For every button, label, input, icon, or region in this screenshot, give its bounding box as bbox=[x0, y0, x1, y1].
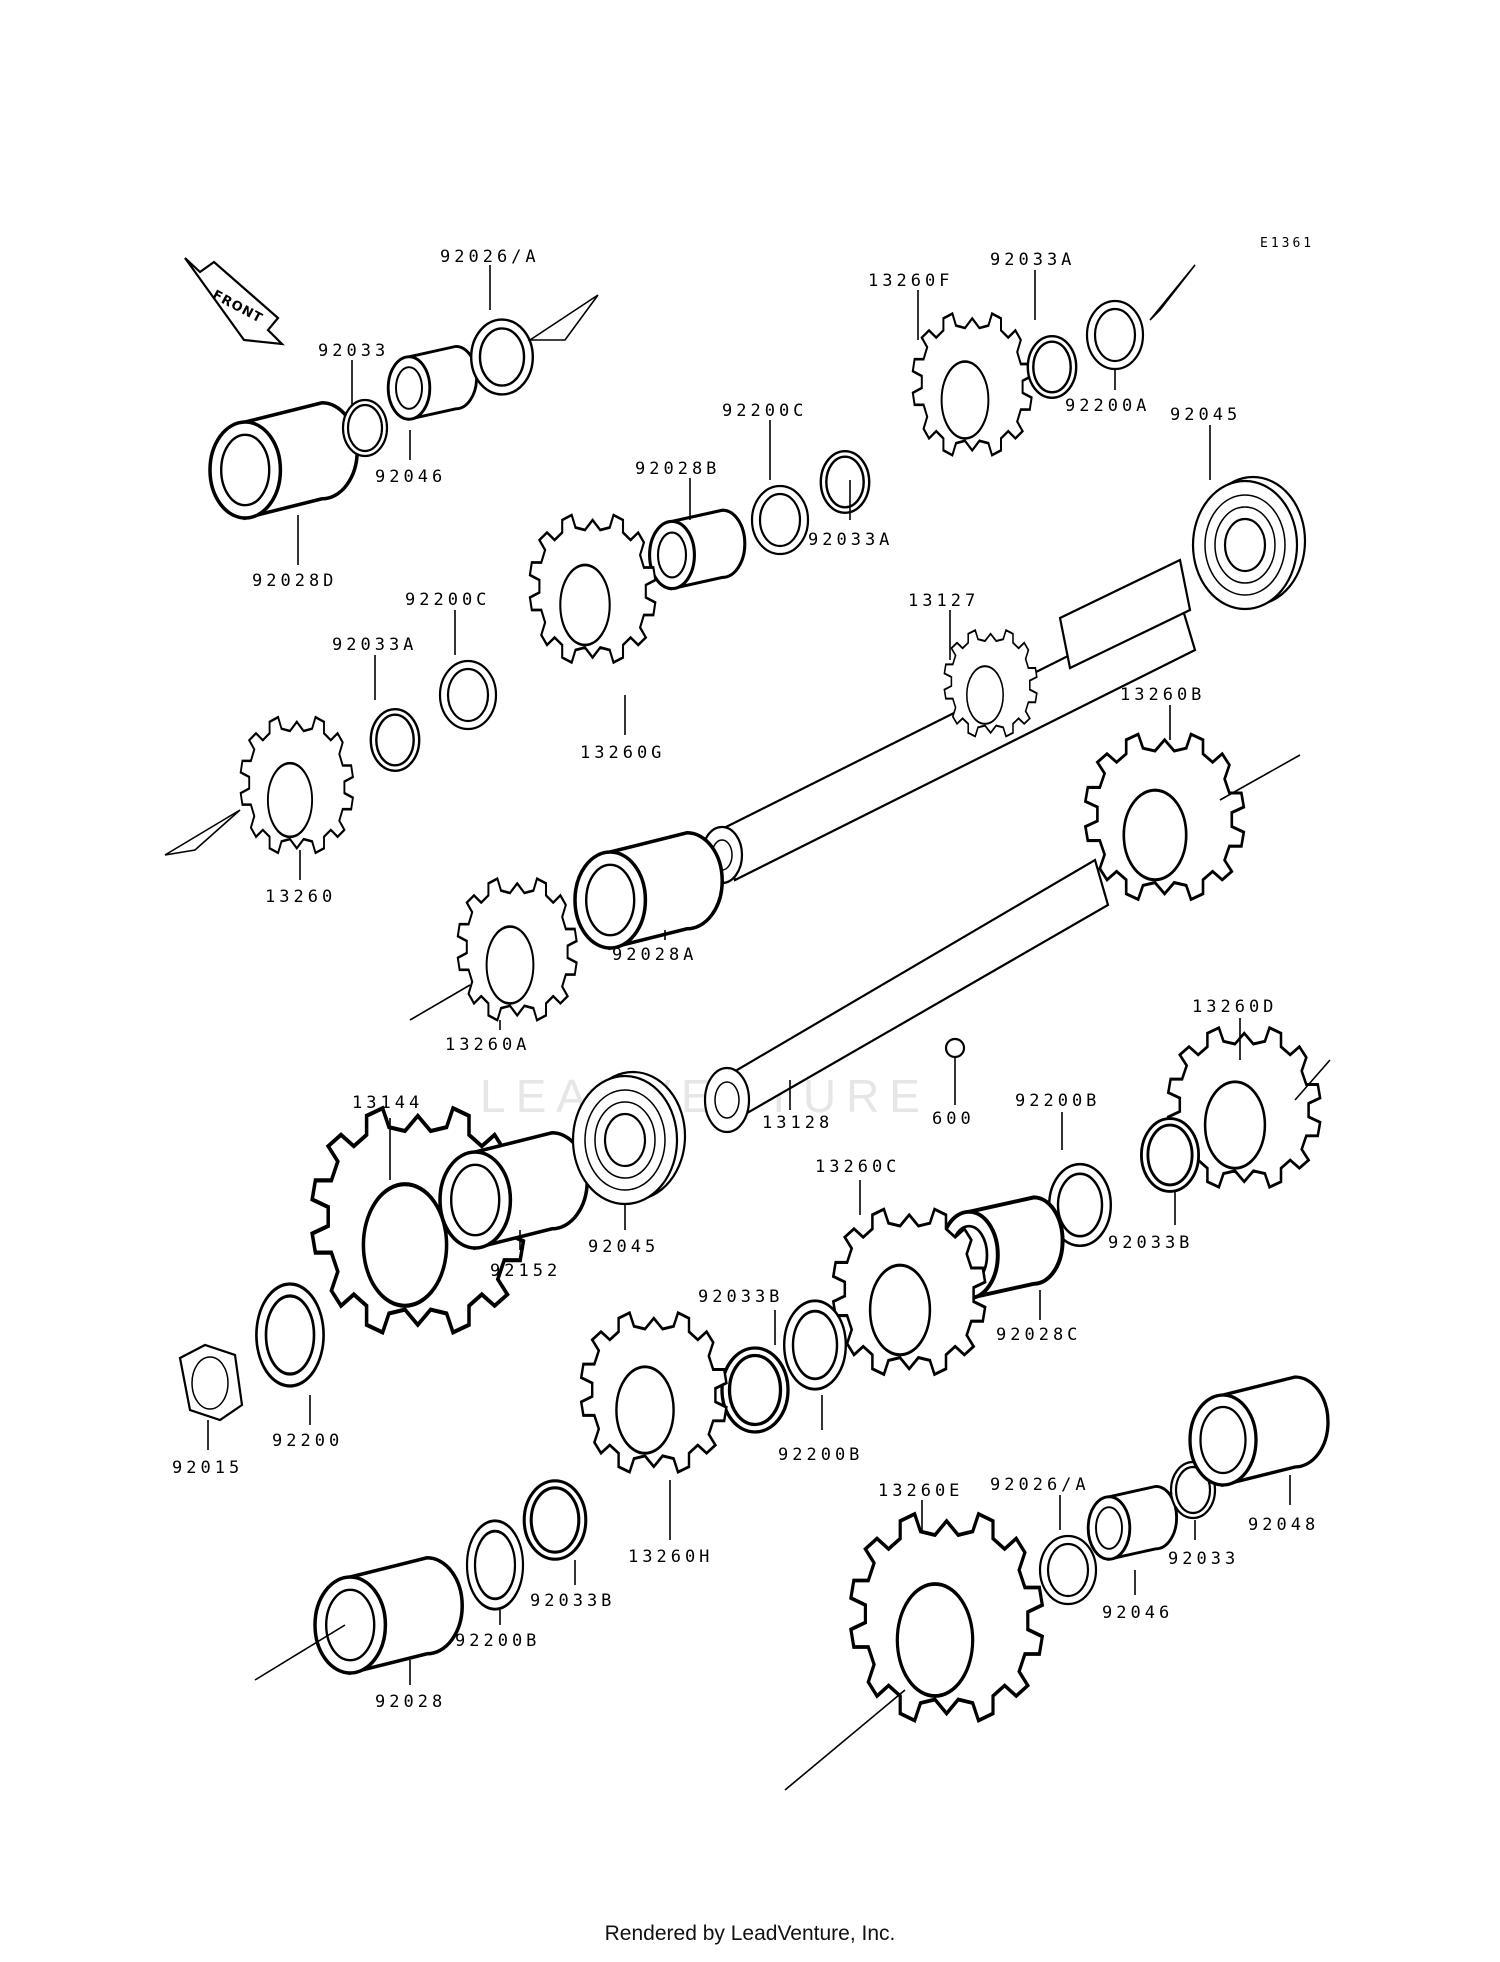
label-92033A-mid: 92033A bbox=[332, 635, 417, 655]
label-13128: 13128 bbox=[762, 1113, 833, 1133]
leader-lines bbox=[207, 265, 1291, 1685]
diagram-code: E1361 bbox=[1260, 236, 1314, 251]
label-92028B: 92028B bbox=[635, 459, 720, 479]
washer-92200C-top bbox=[750, 484, 810, 556]
front-arrow-icon: FRONT bbox=[184, 257, 285, 346]
label-13144: 13144 bbox=[352, 1093, 423, 1113]
label-13260: 13260 bbox=[265, 887, 336, 907]
label-92200C-mid: 92200C bbox=[405, 590, 490, 610]
washer-92200B-bottom bbox=[465, 1519, 525, 1611]
ball-bearing-92045-mid bbox=[571, 1070, 687, 1206]
snap-ring-92033B-mid bbox=[720, 1346, 790, 1434]
label-92200: 92200 bbox=[272, 1431, 343, 1451]
collar-92028A bbox=[573, 831, 724, 950]
explode-lines bbox=[164, 264, 1331, 1791]
label-13260G: 13260G bbox=[580, 743, 665, 763]
snap-ring-92033B-bottom bbox=[522, 1479, 588, 1561]
snap-ring-92033A-top bbox=[819, 449, 871, 515]
label-92200B-mid: 92200B bbox=[778, 1445, 863, 1465]
label-13260C: 13260C bbox=[815, 1157, 900, 1177]
label-600: 600 bbox=[932, 1109, 975, 1129]
label-92045-top: 92045 bbox=[1170, 405, 1241, 425]
label-92033B-mid: 92033B bbox=[698, 1287, 783, 1307]
needle-bearing-92028B bbox=[648, 508, 747, 591]
label-92200B-bottom: 92200B bbox=[455, 1631, 540, 1651]
needle-bearing-92046-bottom bbox=[1086, 1484, 1179, 1561]
ball-bearing-92045-top bbox=[1191, 475, 1307, 611]
label-13260E: 13260E bbox=[878, 1481, 963, 1501]
driveshaft-13128 bbox=[703, 858, 1110, 1134]
label-92033-top: 92033 bbox=[318, 341, 389, 361]
label-92033B-top: 92033B bbox=[1108, 1233, 1193, 1253]
snap-ring-92033A-mid bbox=[369, 707, 421, 773]
label-92028C: 92028C bbox=[996, 1325, 1081, 1345]
nut-92015 bbox=[178, 1343, 244, 1422]
label-92033A-mid-top: 92033A bbox=[808, 530, 893, 550]
snap-ring-92033-top bbox=[341, 398, 389, 458]
label-92026A-top: 92026/A bbox=[440, 247, 540, 267]
collar-92028 bbox=[313, 1556, 464, 1675]
label-13260B: 13260B bbox=[1120, 685, 1205, 705]
snap-ring-92033A-right bbox=[1026, 334, 1078, 400]
washer-92026A-top bbox=[469, 318, 535, 396]
washer-92026A-bottom bbox=[1038, 1534, 1098, 1606]
shaft-gear-13127 bbox=[943, 629, 1038, 738]
snap-ring-92033B-top bbox=[1139, 1117, 1201, 1193]
label-92200C-top: 92200C bbox=[722, 401, 807, 421]
collar-92028D bbox=[208, 401, 359, 520]
washer-92200A bbox=[1085, 299, 1145, 371]
label-92045-mid: 92045 bbox=[588, 1237, 659, 1257]
gear-13260H bbox=[579, 1311, 728, 1474]
label-92028A: 92028A bbox=[612, 945, 697, 965]
label-92046-bottom: 92046 bbox=[1102, 1603, 1173, 1623]
gear-13260C bbox=[831, 1207, 987, 1376]
watermark-text: LEADVENTURE bbox=[480, 1070, 930, 1122]
label-92046-top: 92046 bbox=[375, 467, 446, 487]
label-92033A-right: 92033A bbox=[990, 250, 1075, 270]
label-13260A: 13260A bbox=[445, 1035, 530, 1055]
label-13260H: 13260H bbox=[628, 1547, 713, 1567]
label-92152: 92152 bbox=[490, 1261, 561, 1281]
needle-bearing-92046-top bbox=[386, 344, 479, 421]
label-92026A-bottom: 92026/A bbox=[990, 1475, 1090, 1495]
gear-13260G bbox=[528, 513, 657, 664]
label-13260D: 13260D bbox=[1192, 997, 1277, 1017]
washer-92200C-mid bbox=[438, 659, 498, 731]
label-92200B-top: 92200B bbox=[1015, 1091, 1100, 1111]
gear-13260 bbox=[239, 715, 355, 855]
label-92048: 92048 bbox=[1248, 1515, 1319, 1535]
gear-13260B bbox=[1083, 732, 1246, 901]
gear-13260F bbox=[911, 312, 1033, 457]
label-92200A: 92200A bbox=[1065, 396, 1150, 416]
part-labels: 92026/A 92033 92046 92028D 92200C 92028B… bbox=[172, 247, 1319, 1712]
label-92015: 92015 bbox=[172, 1458, 243, 1478]
gear-13260E bbox=[848, 1512, 1045, 1723]
label-13127: 13127 bbox=[908, 591, 979, 611]
label-92028: 92028 bbox=[375, 1692, 446, 1712]
washer-92200 bbox=[254, 1282, 326, 1388]
spacer-600 bbox=[944, 1037, 966, 1059]
collar-92048 bbox=[1188, 1375, 1330, 1487]
label-92033-bottom: 92033 bbox=[1168, 1549, 1239, 1569]
washer-92200B-mid bbox=[782, 1299, 848, 1391]
label-92033B-bottom: 92033B bbox=[530, 1591, 615, 1611]
label-13260F: 13260F bbox=[868, 271, 953, 291]
gear-13260A bbox=[456, 877, 578, 1022]
label-92028D: 92028D bbox=[252, 571, 337, 591]
footer-credit: Rendered by LeadVenture, Inc. bbox=[604, 1922, 896, 1945]
